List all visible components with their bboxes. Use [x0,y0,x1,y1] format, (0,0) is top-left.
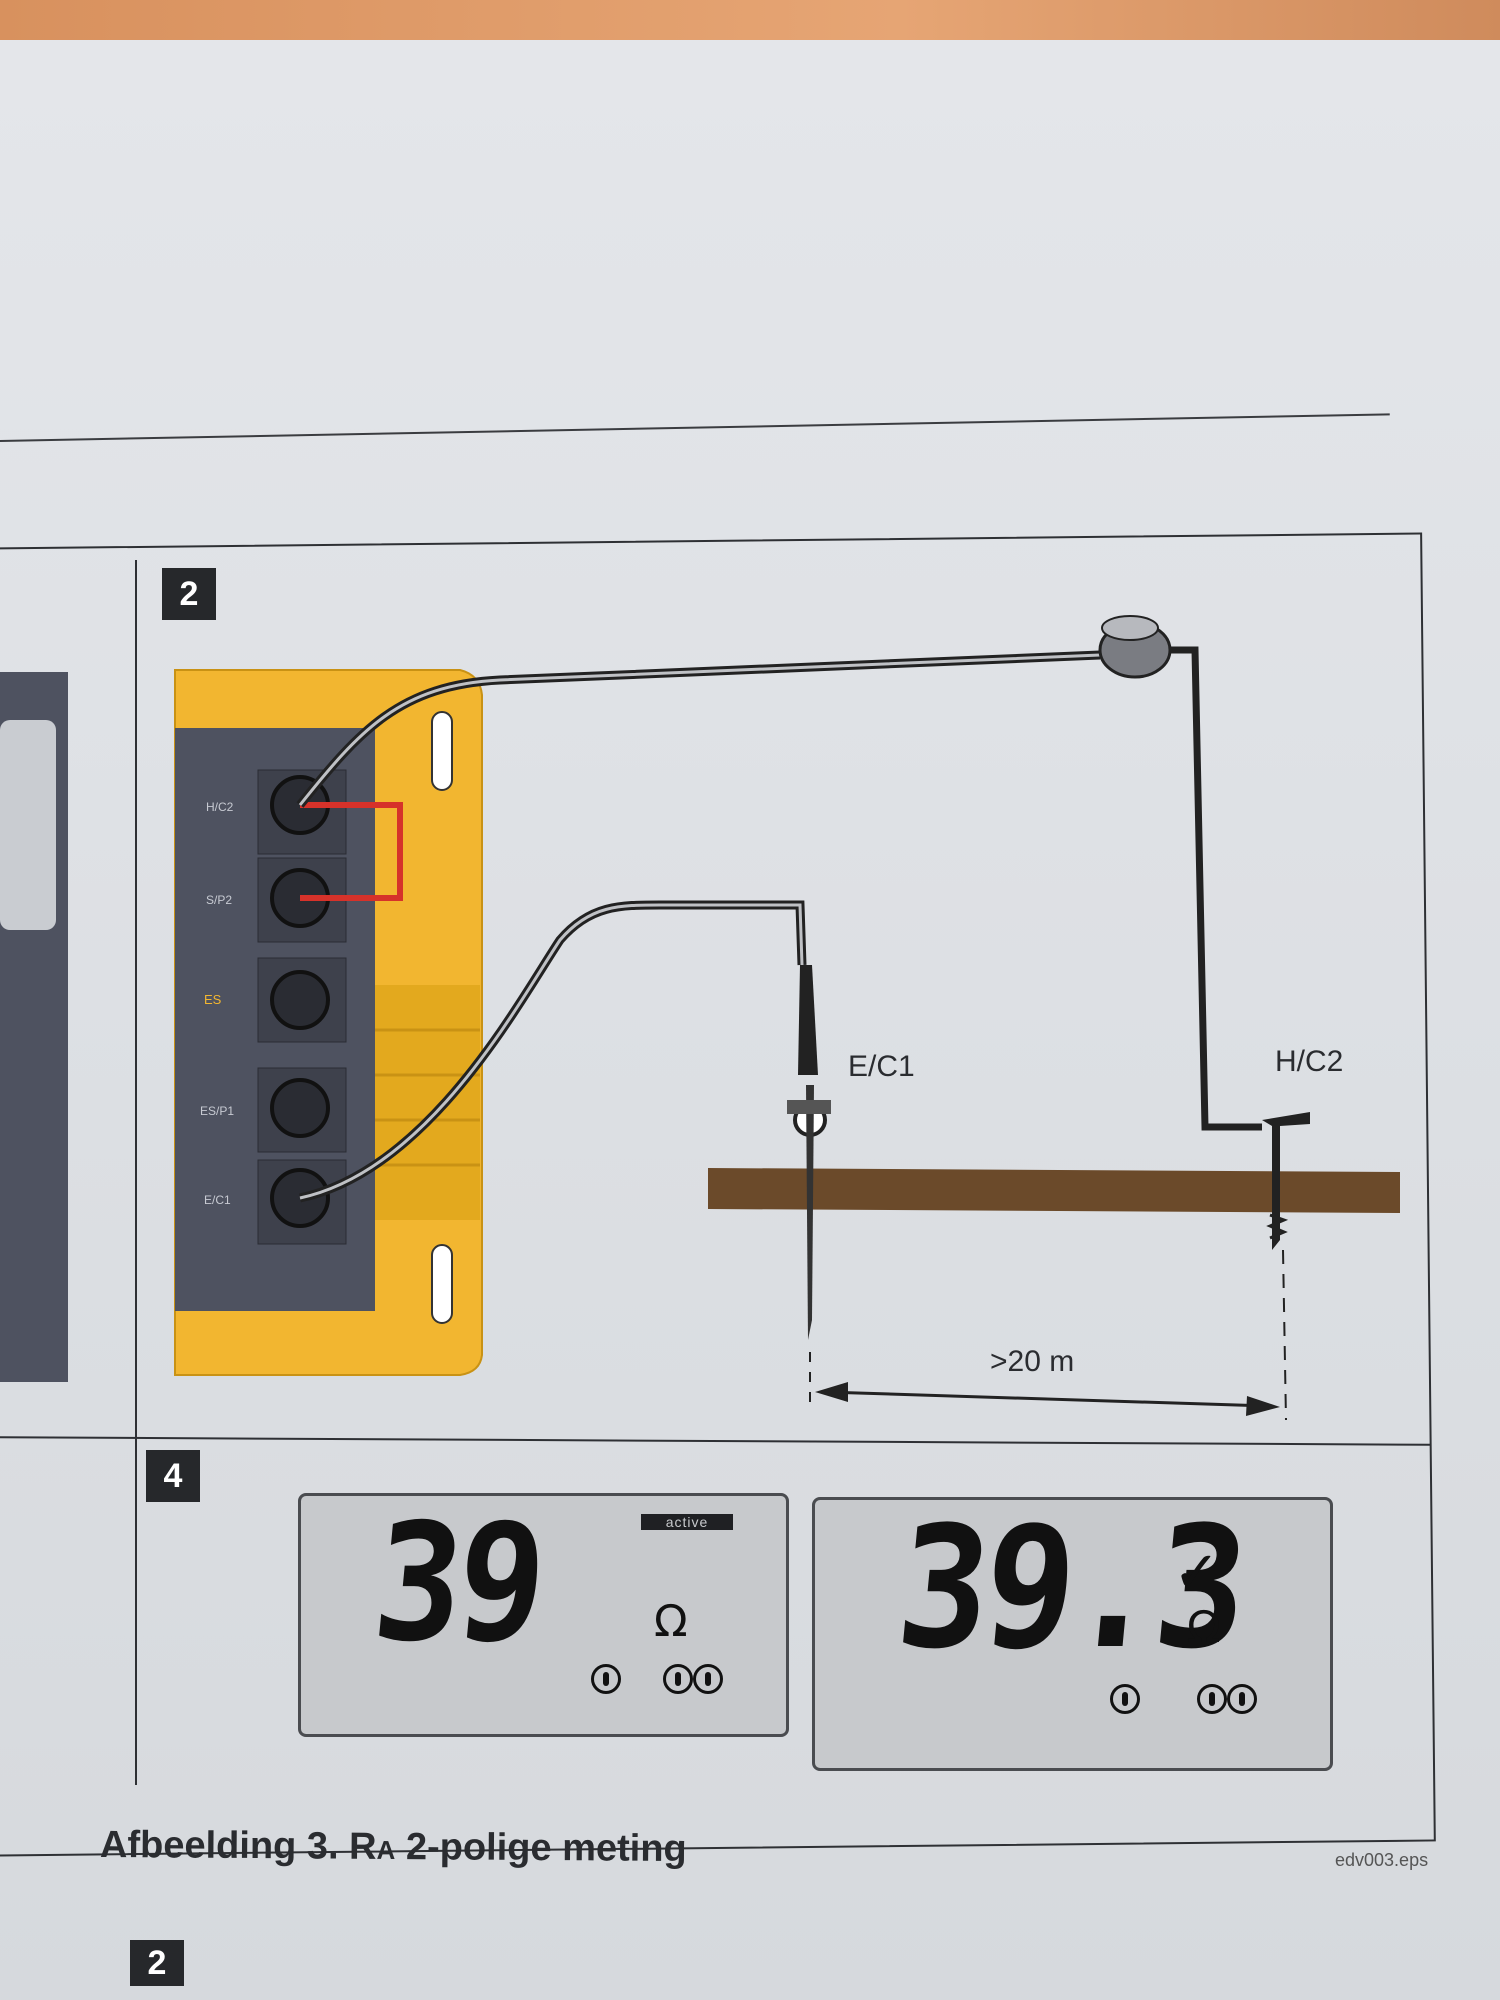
lcd-value-left: 39 [366,1490,549,1678]
ec1-spike [787,965,831,1340]
file-reference: edv003.eps [1335,1850,1429,1870]
check-mark-icon: ✓ [1173,1540,1220,1605]
probe-indicator-double-a-right [1197,1684,1227,1714]
active-indicator: active [641,1514,733,1530]
distance-arrow [824,1390,1269,1408]
probe-indicator-double-b-left [693,1664,723,1694]
ec1-label: E/C1 [848,1050,915,1083]
step-2-badge: 2 [162,568,216,620]
meter-slot-bottom [431,1244,453,1324]
hc2-label: H/C2 [1275,1045,1344,1078]
lcd-display-left: 39 active Ω [298,1490,789,1737]
meter-grip [375,985,480,1220]
caption-suffix: 2-polige meting [395,1826,687,1871]
connector-label-ec1: E/C1 [204,1193,231,1207]
caption-subscript: A [376,1834,396,1866]
connector-label-sp2: S/P2 [206,893,233,907]
ground-layer [708,1168,1400,1213]
figure-caption: Afbeelding 3. RA 2-polige meting [100,1824,687,1871]
hc2-lead-down [1170,646,1262,1131]
measure-guide-right [1282,1249,1287,1421]
hc2-spike [1262,1112,1310,1250]
connector-label-hc2: H/C2 [206,800,234,814]
ohm-unit-left: Ω [654,1596,688,1647]
arrow-head-right [1246,1396,1280,1416]
connector-label-esp1: ES/P1 [200,1104,235,1118]
connector-label-es: ES [204,992,222,1007]
probe-indicator-single-right [1110,1684,1140,1714]
probe-indicator-double-b-right [1227,1684,1257,1714]
lcd-display-right: 39.3 ✓ Ω [812,1490,1333,1771]
next-step-badge: 2 [130,1940,184,1986]
column-divider [135,560,137,1785]
background-strip [0,0,1500,40]
caption-prefix: Afbeelding 3. R [99,1823,377,1868]
terminal-esp1 [257,1067,347,1153]
terminal-es [257,957,347,1043]
arrow-head-left [815,1382,848,1402]
ec1-lead-highlight [299,903,804,1200]
distance-label: >20 m [990,1345,1075,1378]
probe-indicator-double-a-left [663,1664,693,1694]
instrument-screen-edge [0,720,56,930]
ohm-unit-right: Ω [1187,1602,1221,1653]
hc2-lead-highlight [298,653,1101,806]
cable-reel [1098,615,1172,679]
terminal-hc2 [257,769,347,855]
jumper-lead [300,802,403,901]
step-4-badge: 4 [146,1450,200,1502]
meter-slot-top [431,711,453,791]
probe-indicator-single-left [591,1664,621,1694]
